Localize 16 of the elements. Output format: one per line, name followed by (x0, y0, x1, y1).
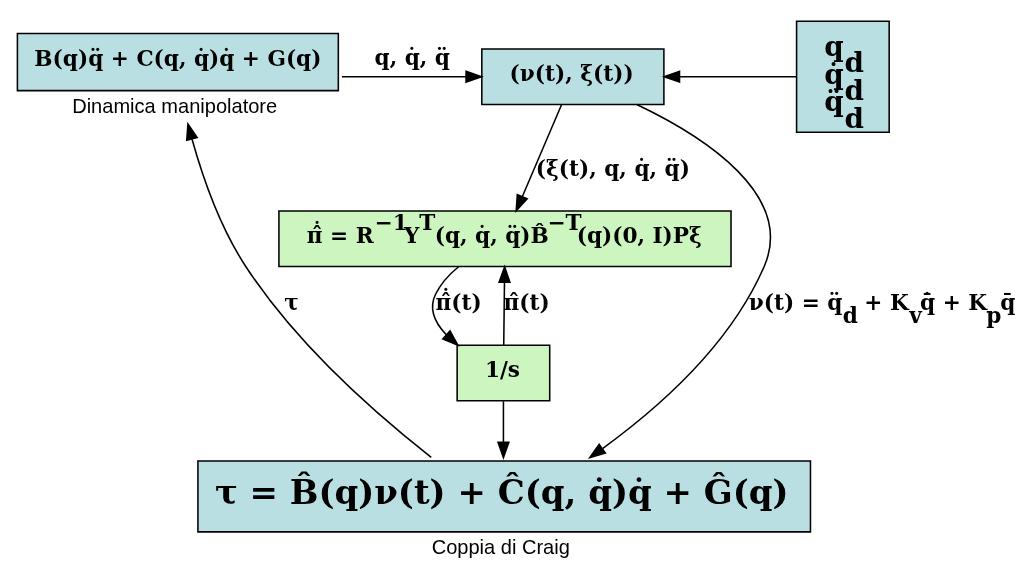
node-label: Dinamica manipolatore (72, 94, 278, 117)
arrow (587, 103, 771, 459)
edge-label: q, q̇, q̈ (374, 44, 450, 70)
arrow (341, 69, 484, 83)
arrow (185, 121, 432, 458)
arrow (431, 265, 460, 347)
node-label: Coppia di Craig (431, 535, 570, 558)
arrow (661, 69, 797, 83)
node-box: 1/s (456, 343, 551, 401)
edge-label: τ (284, 289, 299, 315)
arrow (515, 103, 563, 213)
edge-label: π̂̇(t) (435, 289, 482, 315)
arrow (496, 400, 510, 460)
edge-label: (ξ(t), q, q̇, q̈) (535, 155, 690, 181)
arrow (498, 263, 511, 346)
node-box: (ν(t), ξ(t)) (481, 47, 665, 105)
